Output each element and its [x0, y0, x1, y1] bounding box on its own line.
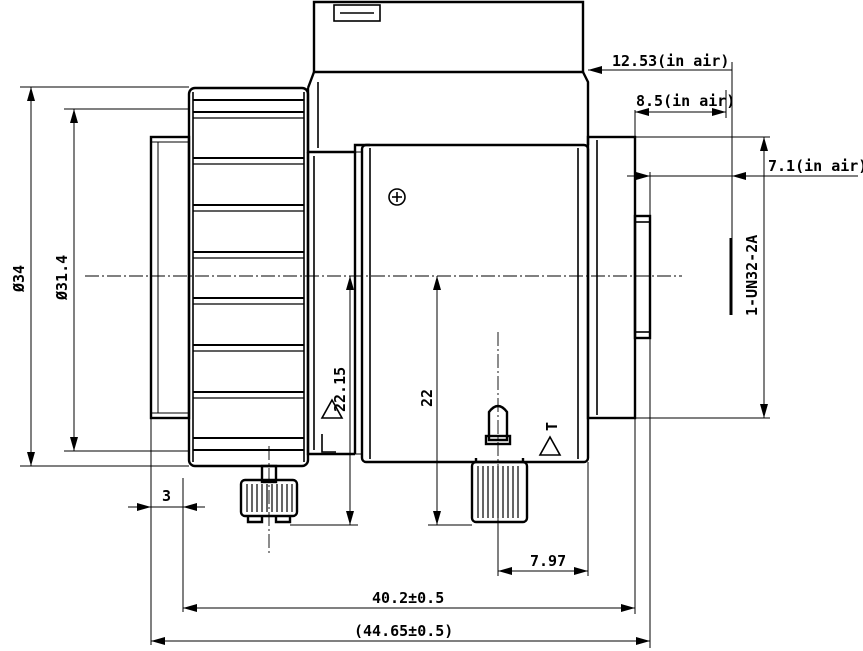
svg-text:(44.65±0.5): (44.65±0.5)	[354, 622, 453, 640]
left-screw	[239, 446, 299, 556]
svg-text:7.1(in air): 7.1(in air)	[768, 157, 863, 175]
dim-diameter-34: Ø34	[10, 86, 189, 467]
dim-height-22: 22	[418, 276, 472, 526]
svg-text:Ø31.4: Ø31.4	[53, 255, 71, 301]
dim-diameter-31-4: Ø31.4	[53, 108, 189, 452]
dim-width-7-97: 7.97	[497, 462, 589, 576]
top-housing	[306, 0, 590, 154]
plus-marker-icon	[388, 188, 406, 206]
main-body: T	[306, 143, 590, 464]
focus-triangle-icon	[320, 398, 344, 419]
svg-text:12.53(in air): 12.53(in air)	[612, 52, 729, 70]
svg-text:8.5(in air): 8.5(in air)	[636, 92, 735, 110]
focus-ring	[187, 86, 310, 468]
dim-length-44-65: (44.65±0.5)	[151, 338, 651, 648]
dim-width-3: 3	[128, 418, 205, 645]
svg-text:1-UN32-2A: 1-UN32-2A	[743, 235, 761, 316]
dim-thread: 1-UN32-2A	[635, 136, 770, 419]
dim-back-focus-12-53: 12.53(in air)	[588, 52, 733, 290]
rear-mount	[586, 135, 652, 420]
front-lens-rim	[149, 135, 191, 420]
svg-text:Ø34: Ø34	[10, 265, 28, 293]
svg-text:3: 3	[162, 487, 171, 505]
dim-back-focus-8-5: 8.5(in air)	[634, 90, 735, 137]
svg-text:22.15: 22.15	[331, 367, 349, 412]
dim-length-40-2: 40.2±0.5	[183, 418, 636, 614]
dim-back-focus-7-1: 7.1(in air)	[627, 157, 863, 216]
svg-text:7.97: 7.97	[530, 552, 566, 570]
tele-triangle-icon	[538, 435, 562, 456]
svg-text:22: 22	[418, 389, 436, 407]
svg-text:40.2±0.5: 40.2±0.5	[372, 589, 444, 607]
dim-height-22-15: 22.15	[290, 276, 358, 526]
tele-marker-label: T	[543, 422, 561, 431]
right-screw	[470, 332, 529, 524]
